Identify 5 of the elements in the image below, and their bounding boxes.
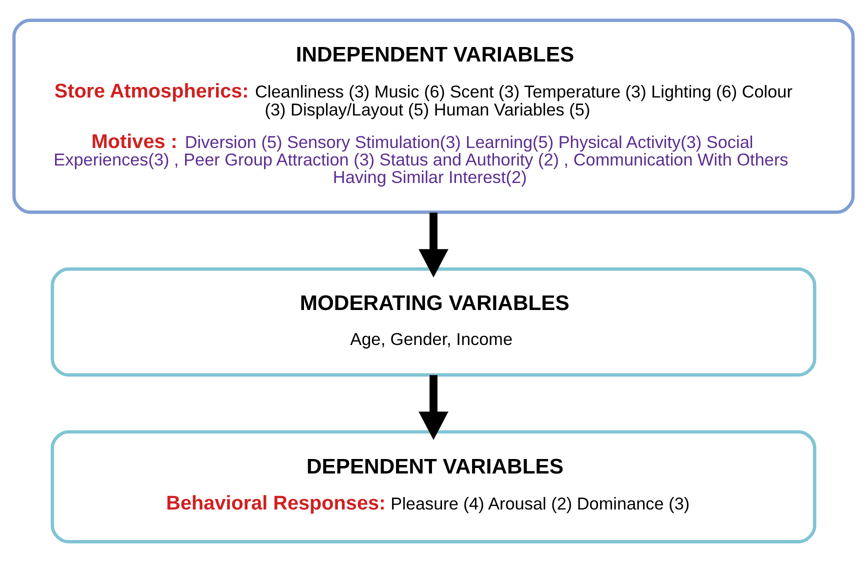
arrow	[418, 374, 448, 440]
node-box: INDEPENDENT VARIABLES Store Atmospherics: Cleanliness (3) Music (6) Scent (3) Temperature (3) Lighting (6) Colour (3) Display/Layout (5) Human Variables (5) Motives : Diversion (5) Sensory Stimulation(3) Learning(5) Physical Activity(3) Social Experiences(3) , Peer Group Attraction (3) Status and Authority (2) , Communication With Others Having Similar Interest(2)	[12, 18, 855, 214]
node-box: MODERATING VARIABLES Age, Gender, Income	[50, 266, 816, 376]
arrow	[418, 212, 448, 277]
node-box: DEPENDENT VARIABLES Behavioral Responses: Pleasure (4) Arousal (2) Dominance (3)	[50, 430, 816, 543]
